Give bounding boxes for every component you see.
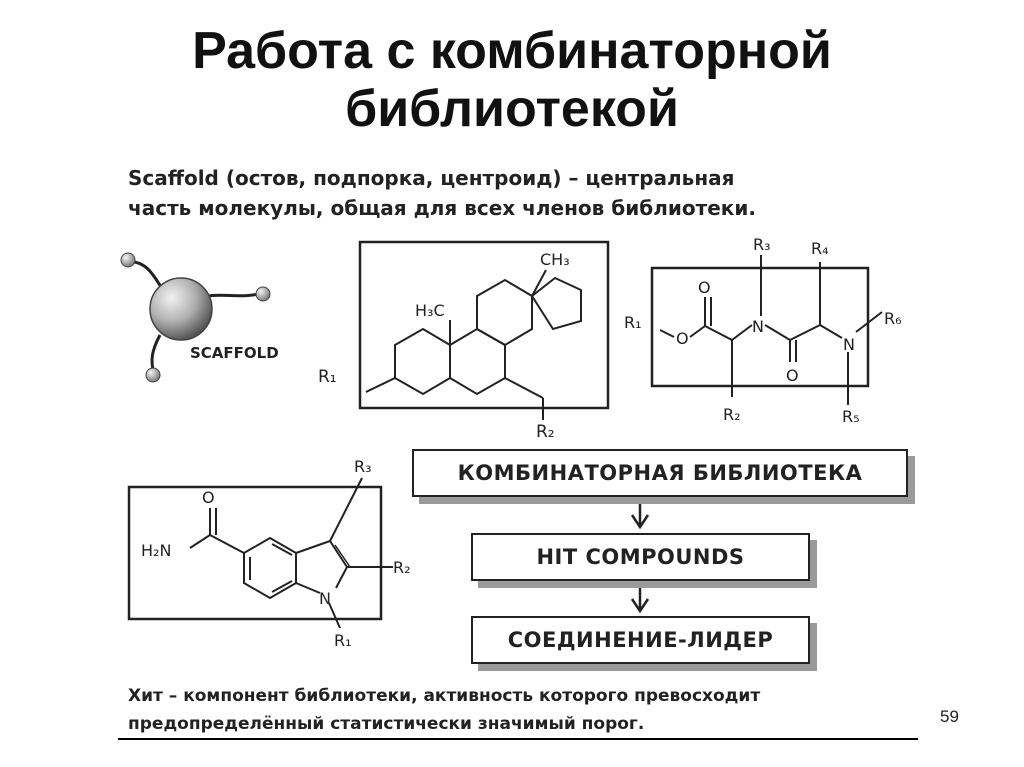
intro-line-1: Scaffold (остов, подпорка, центроид) – ц…: [128, 166, 735, 190]
scaffold-sphere-illustration: [120, 252, 271, 383]
scaffold-label: SCAFFOLD: [190, 344, 279, 362]
title-line-2: библиотекой: [345, 80, 679, 138]
steroid-r1: R₁: [318, 367, 337, 387]
indole-scaffold: [127, 477, 393, 629]
peptide-n2: N: [843, 335, 855, 354]
page-number: 59: [940, 707, 959, 726]
indole-r1: R₁: [334, 631, 352, 650]
peptide-o-carbonyl: O: [698, 278, 711, 297]
steroid-h3c: H₃C: [415, 301, 445, 320]
peptide-r2: R₂: [723, 405, 741, 424]
flow-arrow-1: [630, 495, 650, 530]
peptide-n1: N: [752, 317, 764, 336]
footnote-line-1: Хит – компонент библиотеки, активность к…: [128, 686, 761, 706]
indole-h2n: H₂N: [141, 541, 171, 560]
peptide-r3: R₃: [753, 235, 771, 254]
footnote-line-2: предопределённый статистически значимый …: [128, 714, 645, 734]
flow-box-1-label: КОМБИНАТОРНАЯ БИБЛИОТЕКА: [457, 461, 863, 485]
intro-line-2: часть молекулы, общая для всех членов би…: [128, 196, 756, 220]
steroid-r2: R₂: [536, 422, 555, 442]
slide-title: Работа с комбинаторной библиотекой: [0, 22, 1024, 138]
peptide-r4: R₄: [811, 239, 829, 258]
flow-box-3-label: СОЕДИНЕНИЕ-ЛИДЕР: [507, 628, 774, 652]
peptide-o-amide: O: [786, 366, 799, 385]
flow-arrow-2: [630, 577, 650, 614]
flow-box-hit-compounds: HIT COMPOUNDS: [471, 533, 810, 581]
hit-definition: Хит – компонент библиотеки, активность к…: [128, 682, 888, 738]
peptide-o-ester: O: [676, 329, 689, 348]
bottom-rule: [118, 738, 918, 740]
flow-box-combinatorial-library: КОМБИНАТОРНАЯ БИБЛИОТЕКА: [412, 449, 908, 497]
steroid-ch3: CH₃: [540, 250, 570, 269]
indole-o: O: [202, 488, 215, 507]
peptide-r1: R₁: [624, 313, 642, 332]
title-line-1: Работа с комбинаторной: [192, 22, 832, 80]
peptide-r5: R₅: [842, 407, 860, 426]
peptide-r6: R₆: [884, 309, 902, 328]
steroid-scaffold: [358, 240, 610, 420]
flow-box-lead-compound: СОЕДИНЕНИЕ-ЛИДЕР: [471, 616, 810, 664]
indole-r2: R₂: [393, 558, 411, 577]
flow-box-2-label: HIT COMPOUNDS: [536, 545, 745, 569]
peptide-scaffold: [650, 255, 883, 405]
scaffold-definition: Scaffold (остов, подпорка, центроид) – ц…: [128, 163, 888, 223]
indole-n: N: [319, 589, 331, 608]
indole-r3: R₃: [354, 457, 372, 476]
